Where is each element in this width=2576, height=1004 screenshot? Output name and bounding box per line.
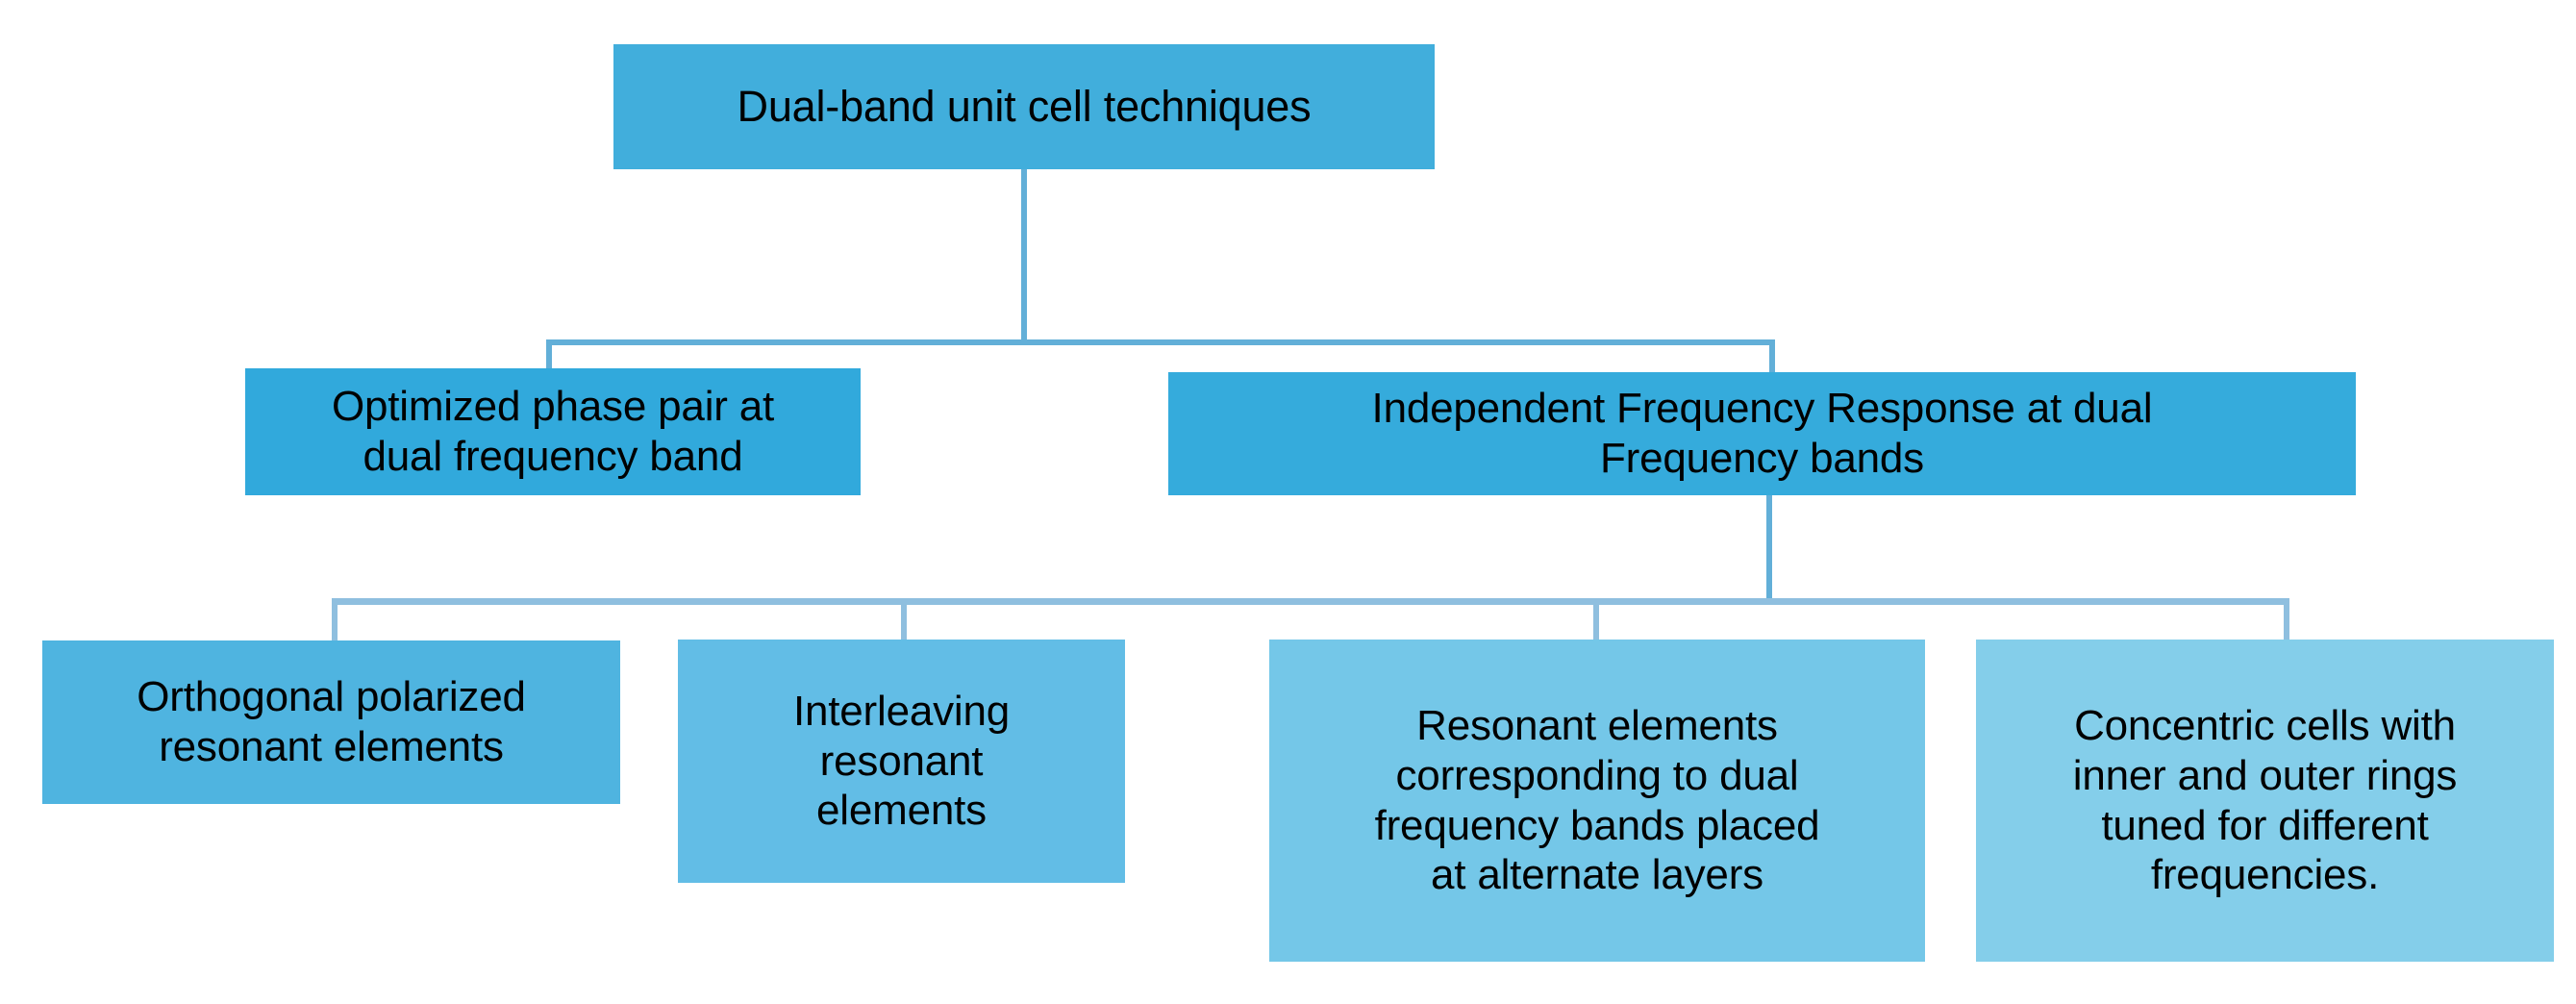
connector-level2-horizontal-bus	[546, 339, 1775, 345]
connector-level3-drop-3	[1593, 598, 1599, 642]
connector-level3-stem	[1766, 495, 1772, 604]
node-concentric-cells-inner-outer-rings[interactable]: Concentric cells with inner and outer ri…	[1976, 640, 2554, 962]
node-interleaving-resonant-elements[interactable]: Interleaving resonant elements	[678, 640, 1125, 883]
node-dual-band-unit-cell-techniques[interactable]: Dual-band unit cell techniques	[613, 44, 1435, 169]
connector-level3-drop-1	[332, 598, 338, 642]
connector-level2-drop-left	[546, 339, 552, 370]
node-independent-frequency-response[interactable]: Independent Frequency Response at dual F…	[1168, 372, 2356, 495]
connector-root-stem	[1021, 169, 1027, 344]
node-orthogonal-polarized-resonant-elements[interactable]: Orthogonal polarized resonant elements	[42, 640, 620, 804]
connector-level3-drop-4	[2284, 598, 2289, 642]
node-optimized-phase-pair[interactable]: Optimized phase pair at dual frequency b…	[245, 368, 861, 495]
connector-level3-horizontal-bus	[332, 598, 2289, 605]
connector-level3-drop-2	[901, 598, 907, 642]
connector-level2-drop-right	[1769, 339, 1775, 372]
node-resonant-elements-alternate-layers[interactable]: Resonant elements corresponding to dual …	[1269, 640, 1925, 962]
